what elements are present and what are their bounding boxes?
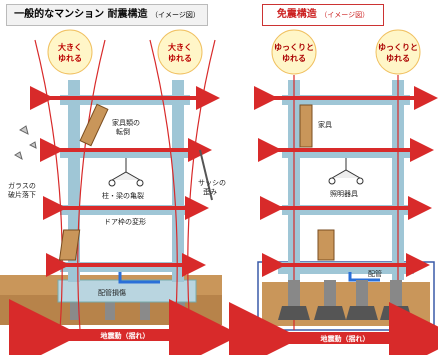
glass-label-1: ガラスの xyxy=(8,181,36,190)
pile xyxy=(105,300,115,320)
furniture-label-1: 家具類の xyxy=(112,118,140,127)
glass-shard xyxy=(19,125,29,135)
title-isolation-suffix: （イメージ図） xyxy=(320,11,370,19)
furniture-label-2: 転倒 xyxy=(116,127,130,136)
shake-left-line2: ゆれる xyxy=(58,54,82,63)
lamp-label: 照明器具 xyxy=(330,190,358,198)
beam-crack-label: 柱・梁の亀裂 xyxy=(102,191,144,200)
sway-curve xyxy=(77,39,106,331)
door-upright xyxy=(317,229,335,261)
furniture-falling xyxy=(79,103,109,147)
title-conventional-suffix: （イメージ図） xyxy=(151,11,200,19)
shake-right-line1: 大きく xyxy=(168,42,192,52)
ground-motion-label-right: 地震動（揺れ） xyxy=(321,334,370,343)
furniture-upright xyxy=(299,104,313,148)
shake-slow-left-1: ゆっくりと xyxy=(274,43,314,52)
shake-circle xyxy=(375,29,421,75)
shake-right-line2: ゆれる xyxy=(168,54,192,63)
shake-circle xyxy=(271,29,317,75)
lamp-icon xyxy=(111,171,141,181)
pipe-right-label: 配管 xyxy=(368,269,382,278)
shake-circle xyxy=(47,29,93,75)
conventional-building: 大きく ゆれる 大きく ゆれる 家具類の 転倒 柱・梁の亀裂 ガラスの 破片落下… xyxy=(0,29,241,355)
shake-slow-right-2: ゆれる xyxy=(386,54,410,63)
shake-circle xyxy=(157,29,203,75)
isolator xyxy=(324,280,336,306)
door-label: ドア枠の変形 xyxy=(104,217,146,226)
pile xyxy=(140,300,150,320)
ground-motion-label: 地震動（揺れ） xyxy=(101,331,150,340)
title-isolation-main: 免震構造 xyxy=(276,9,317,20)
isolation-building: ゆっくりと ゆれる ゆっくりと ゆれる 家具 照明器具 配管 地震動（揺れ xyxy=(229,29,438,355)
glass-label-2: 破片落下 xyxy=(8,190,36,199)
isolator xyxy=(356,280,368,306)
pipe-label: 配管損傷 xyxy=(98,288,126,297)
sash xyxy=(199,149,213,201)
shake-left-line1: 大きく xyxy=(58,42,82,52)
shake-slow-right-1: ゆっくりと xyxy=(378,43,418,52)
sway-curve xyxy=(34,39,63,331)
isolator xyxy=(288,280,300,306)
pipe-left xyxy=(118,272,160,284)
pipe-right xyxy=(348,272,380,282)
furniture-upright-label: 家具 xyxy=(318,120,332,129)
isolator xyxy=(390,280,402,306)
title-conventional-prefix: 一般的なマンション xyxy=(14,9,105,20)
sash-label-2: 歪み xyxy=(203,188,217,196)
title-seismic-isolation: 免震構造 （イメージ図） xyxy=(262,4,384,26)
door xyxy=(58,229,81,261)
title-conventional: 一般的なマンション 耐震構造 （イメージ図） xyxy=(6,4,208,26)
sway-curve xyxy=(187,39,216,331)
lamp-icon xyxy=(331,169,361,179)
column-right-outer xyxy=(172,80,184,282)
shake-slow-left-2: ゆれる xyxy=(282,54,306,63)
sway-curve xyxy=(149,39,178,331)
title-conventional-main: 耐震構造 xyxy=(107,9,148,20)
sash-label-1: サッシの xyxy=(198,179,226,187)
